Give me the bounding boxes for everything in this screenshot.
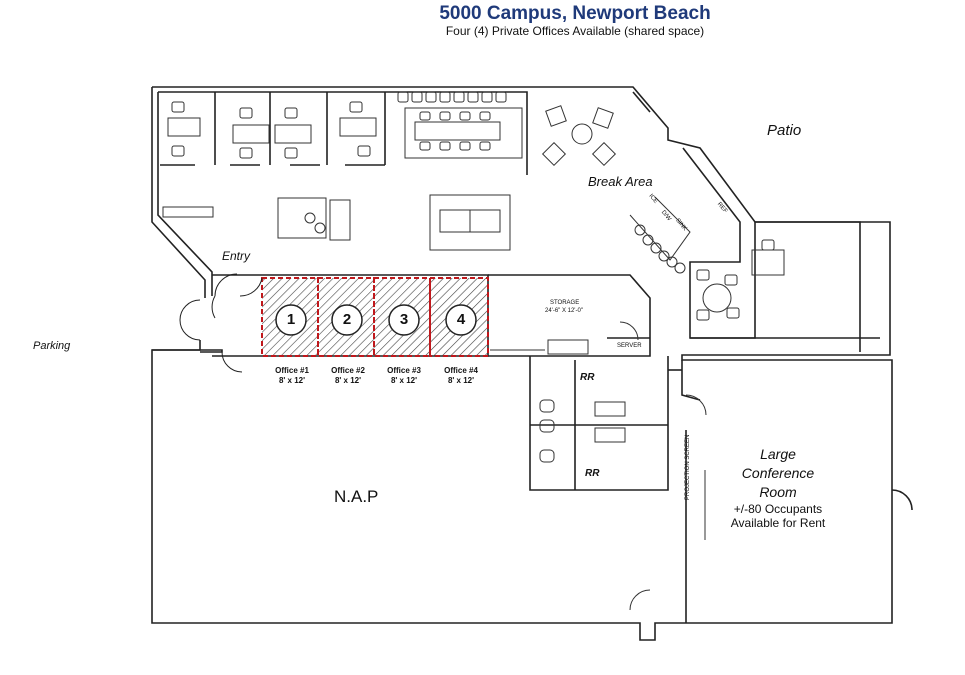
office-3-number: 3 [399, 311, 409, 328]
restroom-bottom-label: RR [585, 468, 600, 479]
page-title: 5000 Campus, Newport Beach [439, 3, 711, 24]
server-label: SERVER [617, 343, 642, 349]
nap-label: N.A.P [334, 487, 379, 506]
office-1-outline[interactable] [261, 277, 319, 357]
office-block [261, 277, 489, 357]
office-4-size: 8' x 12' [447, 376, 475, 385]
office-4-name: Office #4 [444, 366, 478, 375]
outer-wall-left-low [152, 340, 201, 351]
office-4-caption: Office #4 8' x 12' [431, 366, 491, 386]
office-3-name: Office #3 [387, 366, 421, 375]
office-1-number: 1 [286, 311, 296, 328]
office-3-size: 8' x 12' [390, 376, 418, 385]
walls [151, 86, 913, 641]
restroom-top-label: RR [580, 372, 595, 383]
office-1-marker [275, 304, 307, 336]
office-1-size: 8' x 12' [278, 376, 306, 385]
outer-wall [151, 86, 893, 641]
furniture [162, 91, 785, 611]
conference-line1: Large [760, 446, 796, 462]
office-3-caption: Office #3 8' x 12' [374, 366, 434, 386]
storage-dims: 24'-6" X 12'-0" [545, 308, 583, 314]
office-3-marker [388, 304, 420, 336]
page-subtitle: Four (4) Private Offices Available (shar… [445, 24, 705, 38]
office-2-marker [331, 304, 363, 336]
office-2-outline[interactable] [317, 277, 375, 357]
office-2-name: Office #2 [331, 366, 365, 375]
office-1-caption: Office #1 8' x 12' [262, 366, 322, 386]
outer-wall-left [151, 87, 206, 298]
storage-label: STORAGE [550, 300, 580, 306]
inner-wall-left [157, 92, 213, 296]
office-3-outline[interactable] [373, 277, 431, 357]
office-4-marker [445, 304, 477, 336]
conference-line3: Room [759, 484, 797, 500]
inner-wall-top [158, 91, 528, 175]
patio-label: Patio [767, 122, 802, 139]
entry-doors [179, 273, 263, 373]
office-4-number: 4 [456, 311, 466, 328]
office-2-size: 8' x 12' [334, 376, 362, 385]
entry-label: Entry [222, 249, 251, 263]
conference-availability: Available for Rent [730, 516, 826, 530]
office-1-name: Office #1 [275, 366, 309, 375]
office-2-caption: Office #2 8' x 12' [318, 366, 378, 386]
conference-occupants: +/-80 Occupants [733, 502, 823, 516]
conference-room-label: Large Conference Room +/-80 Occupants Av… [718, 445, 838, 530]
office-2-number: 2 [342, 311, 352, 328]
break-area-label: Break Area [588, 174, 653, 189]
parking-label: Parking [33, 340, 71, 352]
conference-line2: Conference [741, 465, 815, 481]
office-4-outline[interactable] [429, 277, 489, 357]
projection-screen-label: PROJECTION SCREEN [685, 434, 691, 500]
